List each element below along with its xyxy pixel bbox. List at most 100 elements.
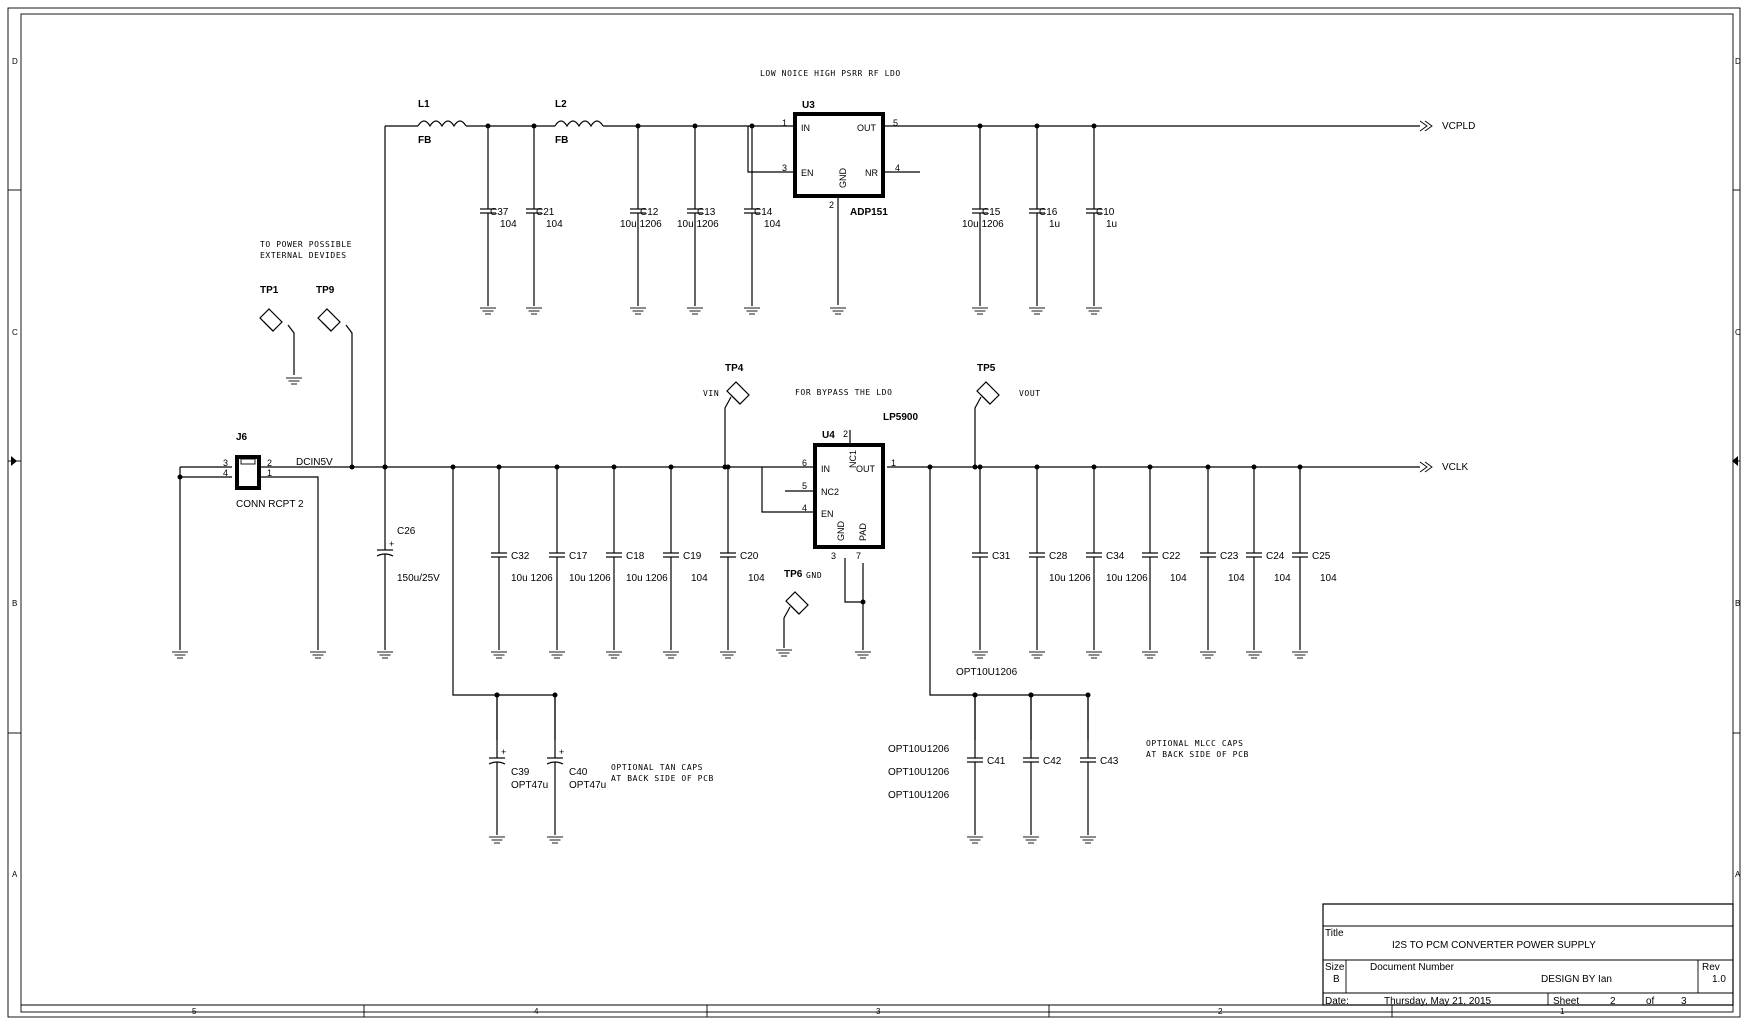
inductor-l1 (417, 120, 467, 128)
net-vin: VIN (703, 389, 719, 398)
l1-value: FB (418, 135, 431, 146)
row-label: C (12, 328, 18, 337)
cap-value: 10u 1206 (626, 573, 668, 584)
u3-pin-number: 4 (895, 163, 900, 173)
u3-pin-number: 5 (893, 118, 898, 128)
tb-of-label: of (1646, 996, 1655, 1007)
cap-ref: C22 (1162, 551, 1181, 562)
u4-pin-pad: PAD (858, 523, 868, 541)
cap-ref: C34 (1106, 551, 1125, 562)
u4-ldo[interactable]: U4 LP5900 IN OUT NC2 EN NC1 GND PAD 6 2 … (802, 412, 918, 561)
tb-docnum-label: Document Number (1370, 962, 1455, 973)
tb-title: I2S TO PCM CONVERTER POWER SUPPLY (1392, 940, 1596, 951)
tp1-ref: TP1 (260, 285, 279, 296)
cap-value: 104 (500, 219, 517, 230)
j6-pin-number: 3 (223, 458, 228, 468)
u4-pin-number: 6 (802, 458, 807, 468)
u3-ref: U3 (802, 100, 815, 111)
j6-connector[interactable]: J6 CONN RCPT 2 3 4 2 1 (223, 432, 304, 510)
cap-ref: C24 (1266, 551, 1285, 562)
cap-ref: C31 (992, 551, 1011, 562)
tp5-testpoint[interactable] (976, 381, 1000, 405)
row-label: D (1735, 57, 1741, 66)
tan-note: AT BACK SIDE OF PCB (611, 774, 714, 783)
u4-ref: U4 (822, 430, 835, 441)
cap-value: 104 (691, 573, 708, 584)
u4-pin-in: IN (821, 464, 830, 474)
power-note: EXTERNAL DEVIDES (260, 251, 347, 260)
cap-value: OPT10U1206 (888, 744, 950, 755)
cap-value: OPT47u (511, 780, 548, 791)
cap-ref: C13 (697, 207, 716, 218)
title-block: Title I2S TO PCM CONVERTER POWER SUPPLY … (1322, 903, 1734, 1007)
u4-pin-number: 5 (802, 481, 807, 491)
ldo-title-note: LOW NOICE HIGH PSRR RF LDO (760, 69, 901, 78)
cap-value: 10u 1206 (511, 573, 553, 584)
cap-ref: C10 (1096, 207, 1115, 218)
tp6-testpoint[interactable] (785, 591, 809, 615)
cap-value: 1u (1049, 219, 1060, 230)
tp4-testpoint[interactable] (726, 381, 750, 405)
tp9-testpoint[interactable] (317, 308, 341, 332)
row-label: C (1735, 328, 1741, 337)
l2-ref: L2 (555, 99, 567, 110)
vcpld-rail (384, 120, 1433, 467)
tb-sheet-label: Sheet (1553, 996, 1579, 1007)
u3-pin-nr: NR (865, 168, 878, 178)
cap-ref: C14 (754, 207, 773, 218)
u4-pin-nc1: NC1 (848, 450, 858, 468)
u3-pin-number: 1 (782, 118, 787, 128)
cap-value: OPT10U1206 (888, 767, 950, 778)
power-note: TO POWER POSSIBLE (260, 240, 352, 249)
capacitor-c19[interactable]: C19 104 (662, 464, 708, 659)
tp1-testpoint[interactable] (259, 308, 283, 332)
col-label: 2 (1218, 1007, 1223, 1016)
tb-date: Thursday, May 21, 2015 (1384, 996, 1492, 1007)
u3-ldo[interactable]: U3 ADP151 IN OUT EN NR GND 1 5 3 4 2 (782, 100, 900, 218)
cap-ref: C19 (683, 551, 702, 562)
net-dcin: DCIN5V (296, 457, 333, 468)
cap-ref: C37 (490, 207, 509, 218)
cap-value: OPT10U1206 (956, 667, 1018, 678)
row-label: B (1735, 599, 1740, 608)
cap-ref: C43 (1100, 756, 1119, 767)
tp4-ref: TP4 (725, 363, 744, 374)
cap-value: 10u 1206 (962, 219, 1004, 230)
tb-size: B (1333, 974, 1340, 985)
col-label: 5 (192, 1007, 197, 1016)
cap-ref: C15 (982, 207, 1001, 218)
u4-pin-gnd: GND (836, 521, 846, 542)
col-label: 1 (1560, 1007, 1565, 1016)
tb-size-label: Size (1325, 962, 1345, 973)
row-label: A (12, 870, 18, 879)
cap-value: 10u 1206 (677, 219, 719, 230)
vclk-rail (177, 430, 1433, 740)
